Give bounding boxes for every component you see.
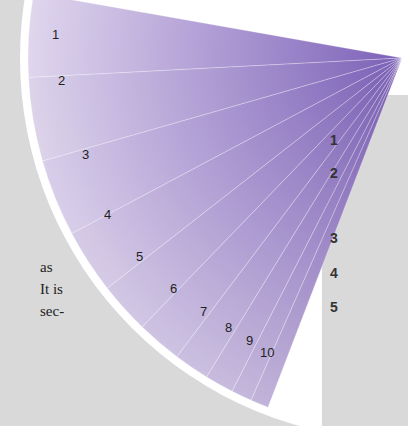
list-number: 3 (330, 231, 338, 246)
fan-wedge (207, 58, 402, 391)
list-number: 1 (330, 133, 338, 148)
body-text-fragment: as (40, 259, 53, 276)
callout-number: 2 (58, 74, 65, 88)
callout-number: 9 (246, 334, 253, 348)
callout-number: 7 (200, 305, 207, 319)
fan-wedge-shade (232, 58, 402, 400)
callout-number: 5 (136, 250, 143, 264)
white-rim (20, 0, 408, 426)
body-text-fragment: It is (40, 281, 63, 298)
fan-wedge-shade (207, 58, 402, 391)
fan-wedges (28, 0, 402, 407)
fan-wedge (232, 58, 402, 400)
list-number: 5 (330, 300, 338, 315)
callout-number: 10 (260, 346, 274, 360)
callout-number: 6 (170, 282, 177, 296)
callout-number: 3 (82, 148, 89, 162)
list-number: 4 (330, 266, 338, 281)
callout-number: 4 (104, 208, 111, 222)
fan-wedge (251, 58, 402, 407)
callout-number: 8 (225, 321, 232, 335)
body-text-fragment: sec- (40, 303, 64, 320)
fan-wedge-shade (251, 58, 402, 407)
list-number: 2 (330, 166, 338, 181)
callout-number: 1 (52, 28, 59, 42)
